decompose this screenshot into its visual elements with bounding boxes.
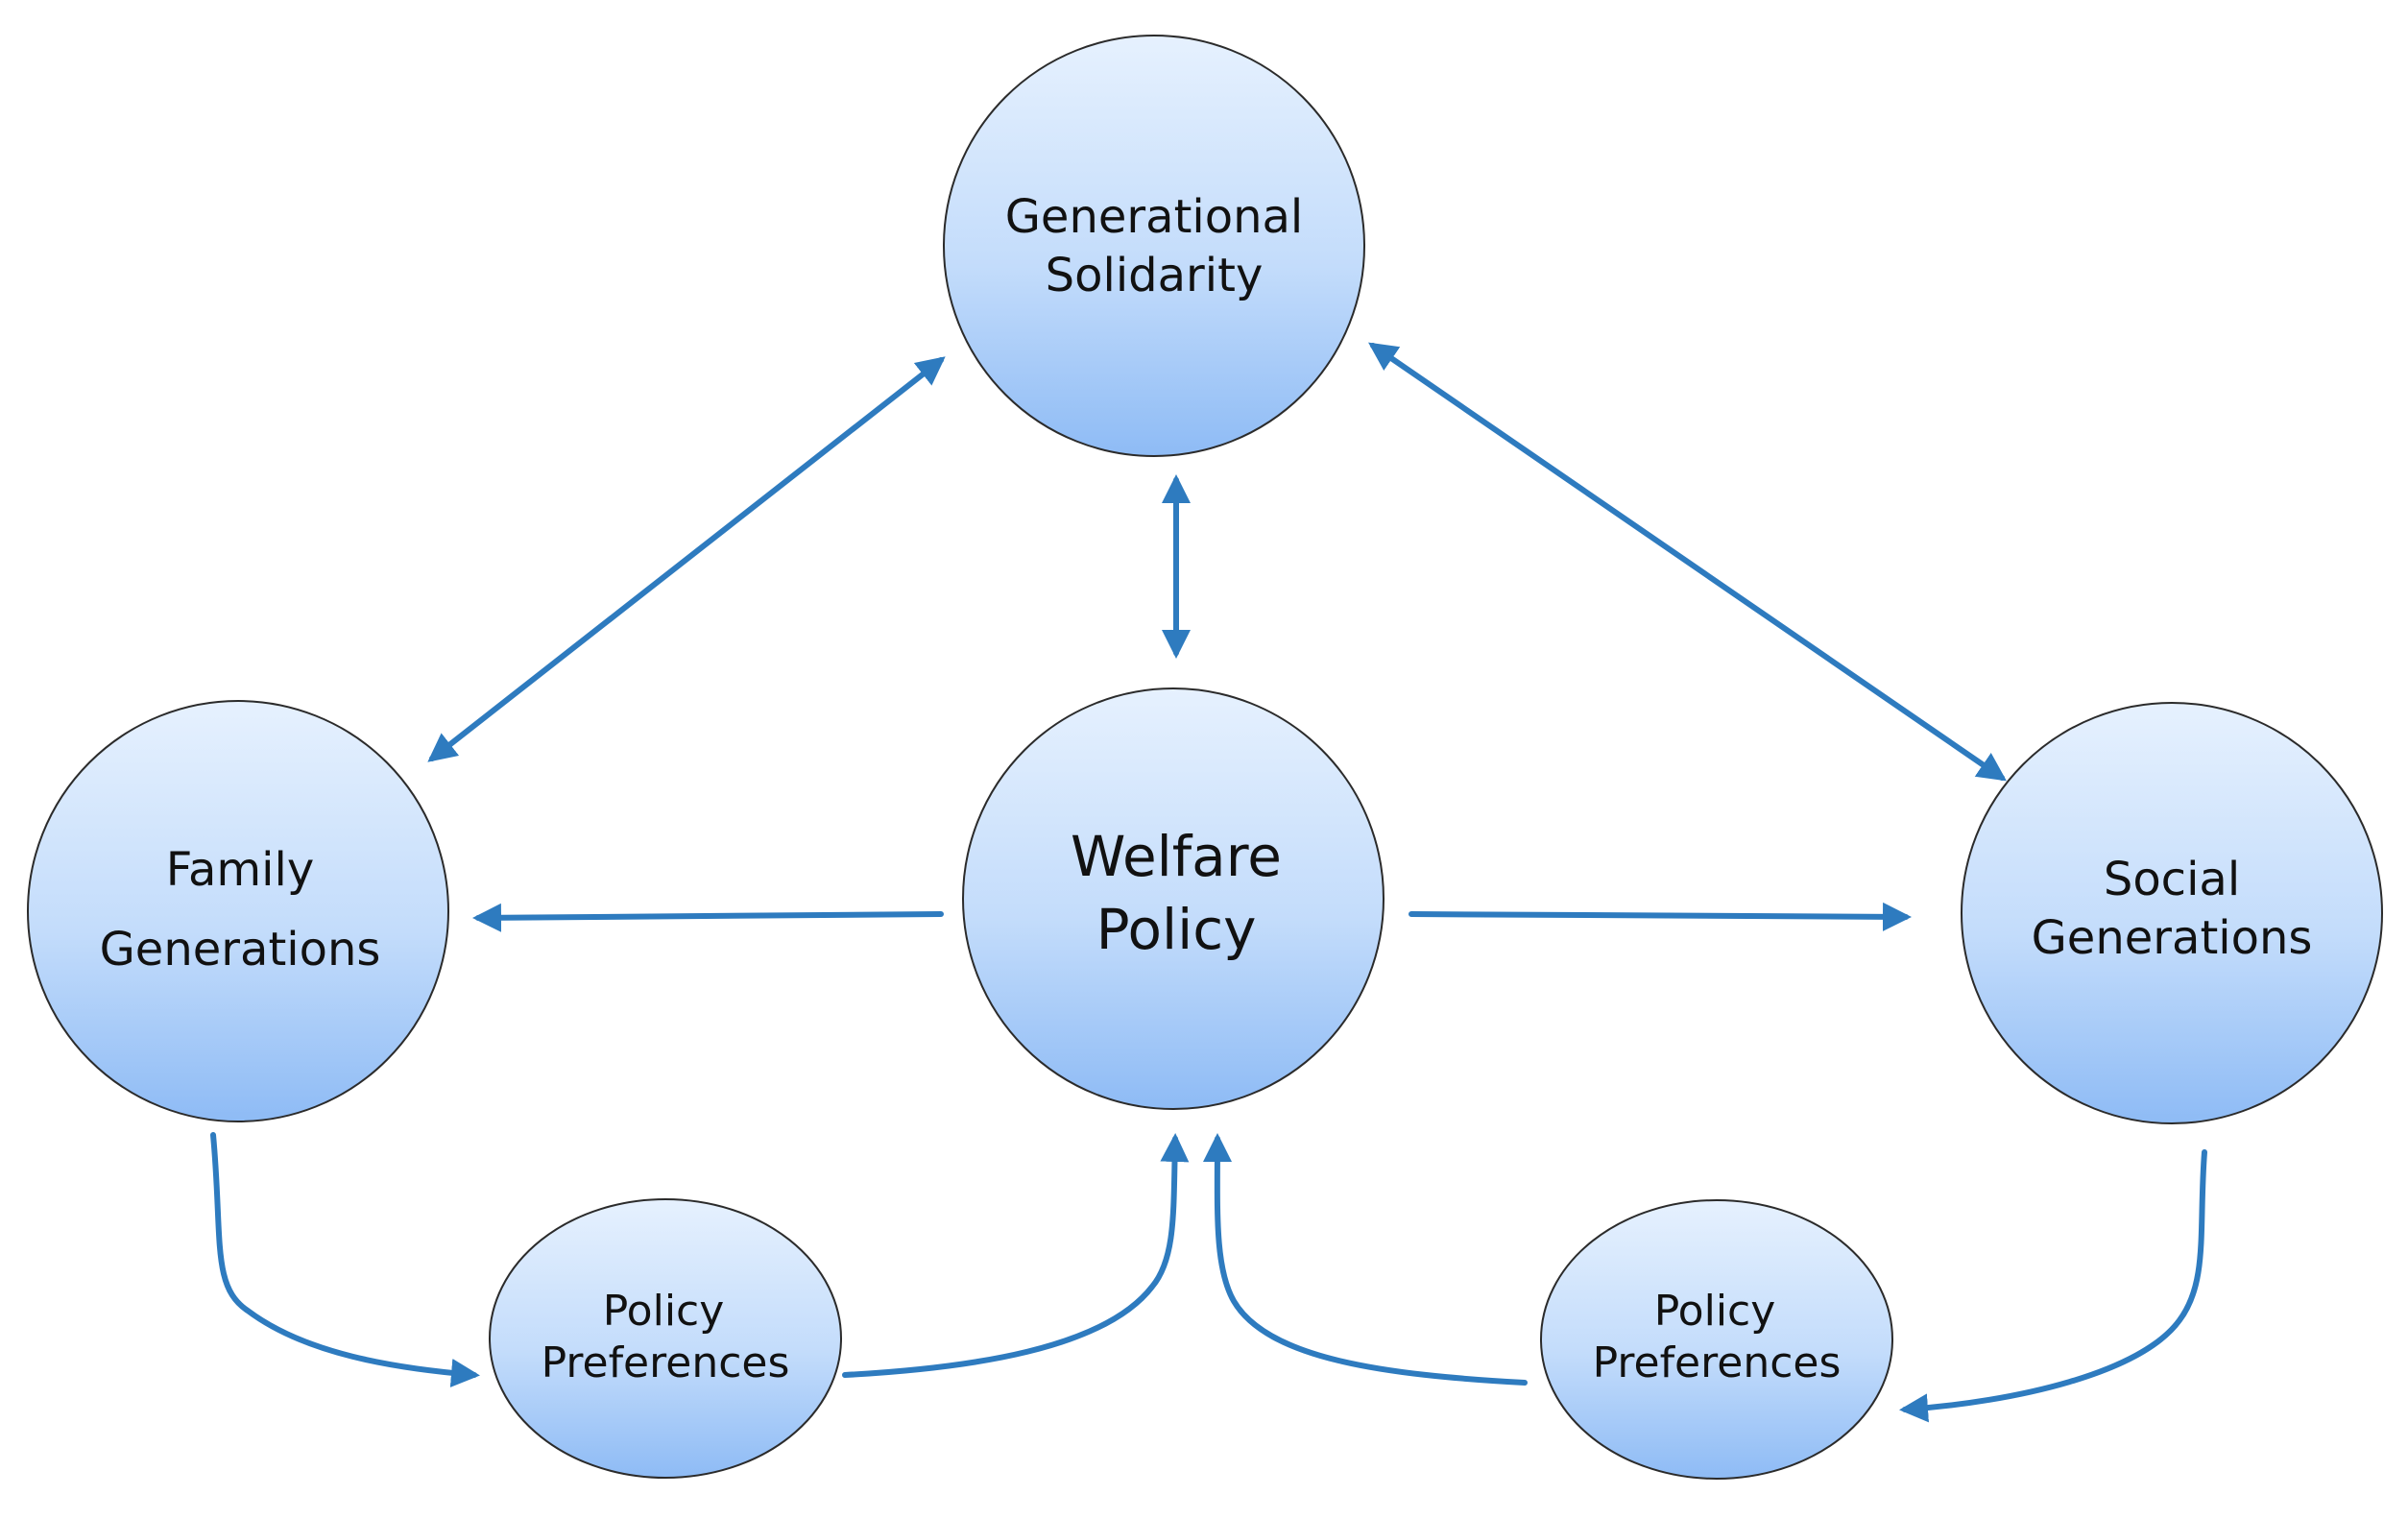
- node-circle: [962, 687, 1385, 1110]
- arrow-preferences-welfare-right: [1202, 1133, 1528, 1386]
- arrow-family-solidarity: [427, 356, 946, 762]
- node-label-line-2: Generations: [2032, 911, 2313, 965]
- node-family-generations: Family Generations: [27, 700, 449, 1122]
- arrow-solidarity-social: [1368, 342, 2007, 782]
- node-label-line-1: Policy: [603, 1287, 725, 1336]
- node-label-line-2: Policy: [1096, 897, 1257, 962]
- arrow-welfare-social: [1409, 902, 1912, 931]
- arrow-social-preferences: [1899, 1149, 2207, 1423]
- arrow-family-preferences: [210, 1132, 480, 1387]
- node-circle: [943, 35, 1365, 457]
- node-label-line-1: Policy: [1654, 1287, 1776, 1336]
- node-label-line-1: Social: [2104, 853, 2240, 906]
- node-ellipse: [1540, 1199, 1893, 1480]
- node-label-line-2: Solidarity: [1046, 249, 1264, 302]
- node-label-line-2: Preferences: [542, 1338, 790, 1387]
- arrow-preferences-welfare-left: [842, 1133, 1190, 1378]
- node-welfare-policy: Welfare Policy: [962, 687, 1385, 1110]
- node-policy-preferences-right: Policy Preferences: [1540, 1199, 1893, 1480]
- node-generational-solidarity: Generational Solidarity: [943, 35, 1365, 457]
- edges: [210, 342, 2207, 1423]
- node-circle: [1961, 702, 2383, 1124]
- node-label-line-2: Generations: [100, 923, 381, 976]
- node-label-line-2: Preferences: [1593, 1338, 1842, 1387]
- node-policy-preferences-left: Policy Preferences: [489, 1198, 842, 1479]
- node-circle: [27, 700, 449, 1122]
- node-label-line-1: Welfare: [1071, 824, 1282, 889]
- node-label-line-1: Generational: [1005, 190, 1304, 244]
- node-ellipse: [489, 1198, 842, 1479]
- node-social-generations: Social Generations: [1961, 702, 2383, 1124]
- node-label-line-1: Family: [166, 843, 314, 897]
- arrow-welfare-family: [472, 903, 944, 932]
